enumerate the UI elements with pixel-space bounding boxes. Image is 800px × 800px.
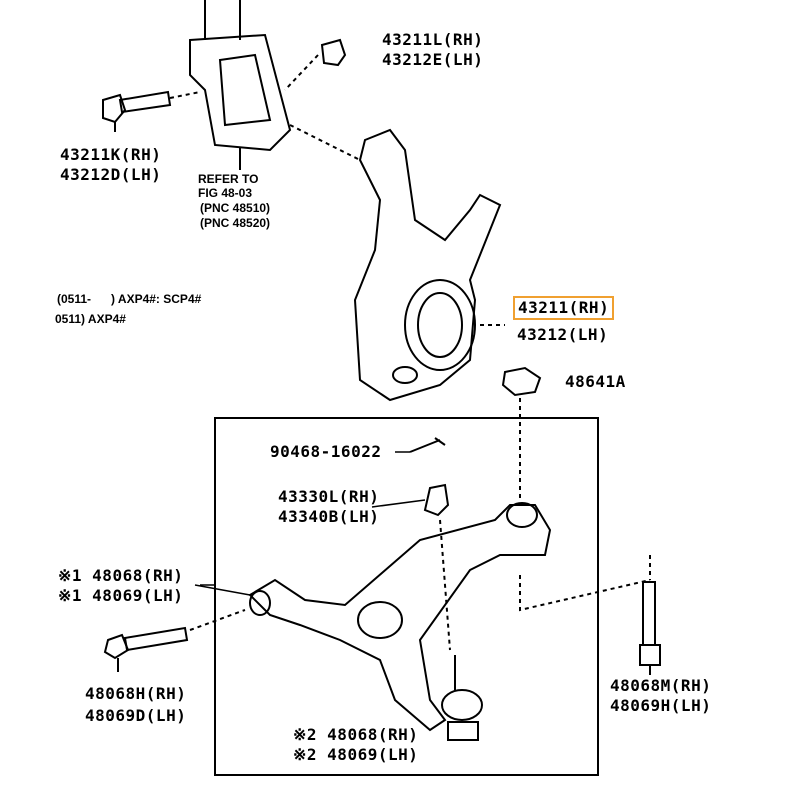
strut-drawing	[189, 0, 292, 170]
label-bolt-rear-lh: 48069H(LH)	[610, 696, 712, 715]
lower-arm-drawing	[248, 437, 651, 741]
label-bolt-upper-lh: 43212D(LH)	[60, 165, 162, 184]
note-line1: (0511- ) AXP4#: SCP4#	[57, 292, 202, 306]
refer-line2: FIG 48-03	[198, 186, 253, 200]
label-nut-upper-rh: 43211L(RH)	[382, 30, 484, 49]
label-arm-note1-lh: ※1 48069(LH)	[58, 586, 184, 605]
ball-nut-drawing	[501, 366, 542, 500]
lower-arm-box	[214, 417, 599, 776]
rear-bolt-drawing	[639, 581, 661, 675]
label-bolt-rear-rh: 48068M(RH)	[610, 676, 712, 695]
front-bolt-drawing	[103, 609, 246, 672]
knuckle-drawing	[289, 124, 505, 402]
label-arm-note2-rh: ※2 48068(RH)	[293, 725, 419, 744]
label-nut-lower-lh: 43340B(LH)	[278, 507, 380, 526]
label-bolt-front-rh: 48068H(RH)	[85, 684, 187, 703]
upper-nut-drawing	[284, 38, 347, 91]
leader-lines	[194, 451, 426, 596]
label-nut-lower-rh: 43330L(RH)	[278, 487, 380, 506]
label-knuckle-rh-highlighted[interactable]: 43211(RH)	[513, 296, 615, 320]
refer-line3: (PNC 48510)	[200, 201, 271, 215]
label-arm-note1-rh: ※1 48068(RH)	[58, 566, 184, 585]
label-bolt-upper-rh: 43211K(RH)	[60, 145, 162, 164]
refer-line4: (PNC 48520)	[200, 216, 271, 230]
label-knuckle-lh: 43212(LH)	[517, 325, 609, 344]
note-line2: 0511) AXP4#	[55, 312, 126, 326]
label-ball-nut: 48641A	[565, 372, 626, 391]
label-arm-note2-lh: ※2 48069(LH)	[293, 745, 419, 764]
label-cotter-pin: 90468-16022	[270, 442, 382, 461]
refer-line1: REFER TO	[198, 172, 259, 186]
upper-bolt-drawing	[102, 90, 201, 132]
label-bolt-front-lh: 48069D(LH)	[85, 706, 187, 725]
label-nut-upper-lh: 43212E(LH)	[382, 50, 484, 69]
